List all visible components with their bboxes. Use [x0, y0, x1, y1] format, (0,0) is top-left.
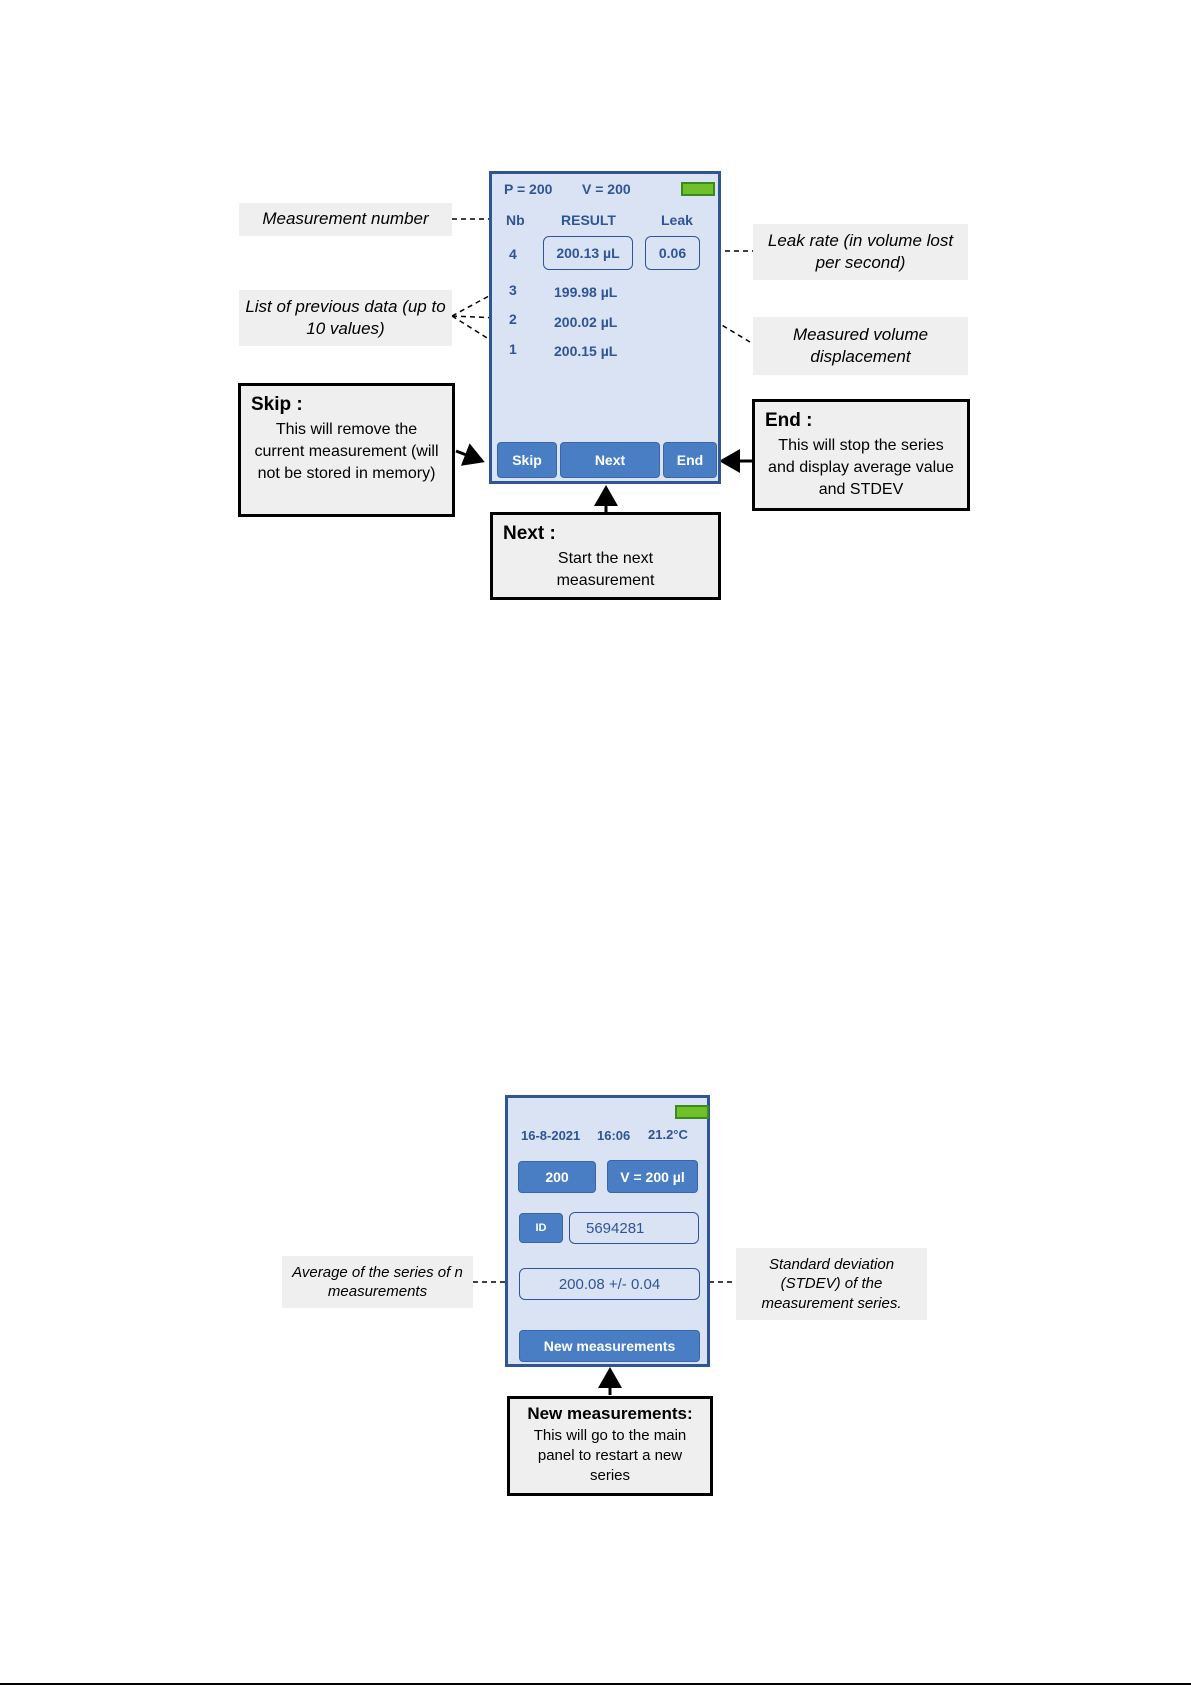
- summary-time: 16:06: [597, 1128, 631, 1143]
- callout-end-body: This will stop the series and display av…: [768, 436, 954, 499]
- callout-end: End : This will stop the series and disp…: [752, 399, 970, 511]
- callout-next-body: Start the next measurement: [556, 549, 655, 589]
- column-leak-header: Leak: [661, 212, 693, 228]
- column-nb-header: Nb: [506, 212, 525, 228]
- current-result-value: 200.13 µL: [543, 236, 633, 270]
- summary-screen: 16-8-2021 16:06 21.2°C 200 V = 200 µl ID…: [505, 1095, 710, 1367]
- column-result-header: RESULT: [561, 212, 616, 228]
- callout-skip: Skip : This will remove the current meas…: [238, 383, 455, 517]
- previous-nb-1: 1: [509, 341, 517, 357]
- summary-temperature: 21.2°C: [648, 1127, 688, 1142]
- previous-nb-2: 2: [509, 311, 517, 327]
- callout-skip-body: This will remove the current measurement…: [254, 420, 439, 483]
- volume-label: V = 200: [582, 181, 631, 197]
- skip-button[interactable]: Skip: [497, 442, 557, 478]
- note-measured-volume: Measured volume displacement: [753, 317, 968, 375]
- measurement-screen: P = 200 V = 200 Nb RESULT Leak 4 200.13 …: [489, 171, 721, 484]
- note-measurement-number: Measurement number: [239, 203, 452, 236]
- callout-new-body: This will go to the main panel to restar…: [533, 1426, 687, 1485]
- page-bottom-rule: [0, 1683, 1191, 1685]
- previous-nb-3: 3: [509, 282, 517, 298]
- next-button[interactable]: Next: [560, 442, 660, 478]
- pressure-button[interactable]: 200: [518, 1161, 596, 1193]
- note-previous-data: List of previous data (up to 10 values): [239, 290, 452, 346]
- id-button[interactable]: ID: [519, 1213, 563, 1243]
- current-measurement-number: 4: [509, 246, 517, 262]
- previous-result-3: 199.98 µL: [554, 284, 618, 300]
- id-field[interactable]: 5694281: [569, 1212, 699, 1244]
- new-measurements-button[interactable]: New measurements: [519, 1330, 700, 1362]
- callout-next-title: Next :: [503, 523, 556, 544]
- callout-skip-title: Skip :: [251, 394, 303, 415]
- note-stdev: Standard deviation (STDEV) of the measur…: [736, 1248, 927, 1320]
- average-stdev-value: 200.08 +/- 0.04: [519, 1268, 700, 1300]
- end-button[interactable]: End: [663, 442, 717, 478]
- callout-end-title: End :: [765, 410, 813, 431]
- callout-next: Next : Start the next measurement: [490, 512, 721, 600]
- previous-result-2: 200.02 µL: [554, 314, 618, 330]
- battery-icon: [681, 182, 715, 196]
- callout-new-title: New measurements:: [527, 1404, 693, 1423]
- volume-button[interactable]: V = 200 µl: [607, 1160, 698, 1193]
- note-average: Average of the series of n measurements: [282, 1256, 473, 1308]
- current-leak-value: 0.06: [645, 236, 700, 270]
- summary-date: 16-8-2021: [521, 1128, 581, 1143]
- pressure-label: P = 200: [504, 181, 553, 197]
- note-leak-rate: Leak rate (in volume lost per second): [753, 224, 968, 280]
- previous-result-1: 200.15 µL: [554, 343, 618, 359]
- callout-new-measurements: New measurements: This will go to the ma…: [507, 1396, 713, 1496]
- battery-icon: [675, 1105, 709, 1119]
